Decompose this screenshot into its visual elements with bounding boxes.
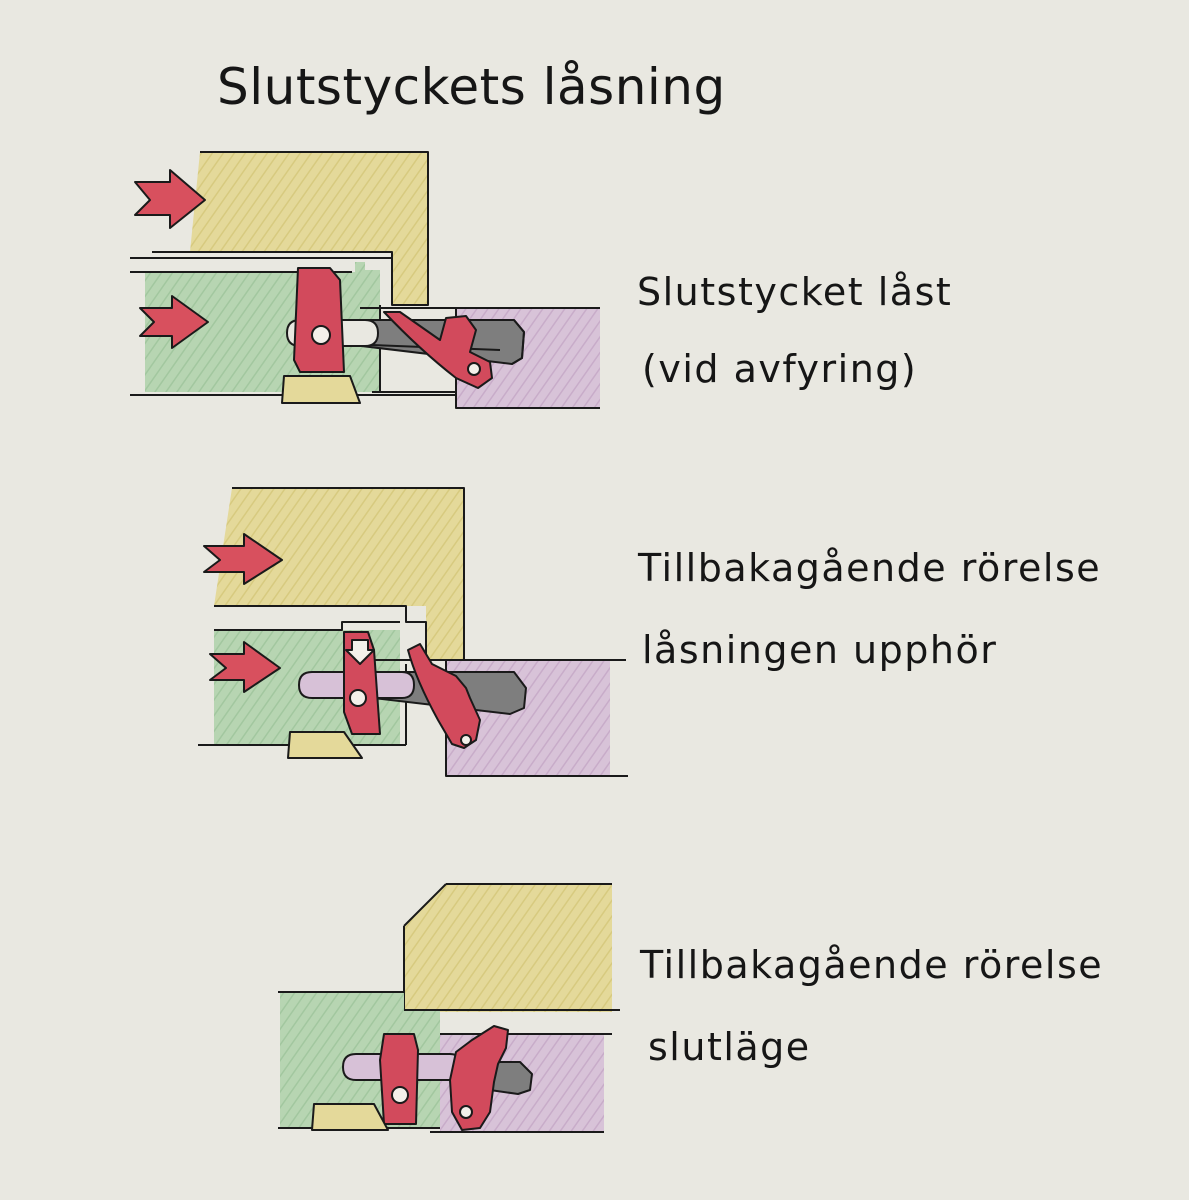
- diagram-title: Slutstyckets låsning: [217, 58, 726, 116]
- stage-2-bolt-yellow: [214, 488, 464, 660]
- stage-1-bolt-yellow: [190, 152, 428, 305]
- stage-3-diagram: [278, 883, 620, 1133]
- stage-1-wedge: [281, 375, 361, 404]
- stage-2-caption-line1: Tillbakagående rörelse: [638, 546, 1102, 590]
- stage-2-arrow-top: [203, 533, 283, 585]
- stage-1-caption-line1: Slutstycket låst: [637, 270, 953, 314]
- stage-1-locking-piece: [293, 267, 345, 373]
- stage-2-lever: [407, 643, 481, 749]
- stage-3-bolt-yellow: [404, 884, 612, 1012]
- stage-1-lever: [383, 311, 493, 389]
- stage-3-caption-line1: Tillbakagående rörelse: [640, 943, 1104, 987]
- stage-2-down-arrow: [345, 639, 375, 665]
- stage-1-pivot: [311, 325, 331, 345]
- stage-1-arrow-bottom: [139, 295, 209, 349]
- stage-3-wedge: [311, 1103, 389, 1131]
- stage-3-lever: [449, 1025, 509, 1131]
- stage-2-caption-line2: låsningen upphör: [642, 628, 998, 672]
- stage-2-wedge: [287, 731, 363, 759]
- stage-1-arrow-top: [134, 169, 206, 229]
- stage-2-arrow-bottom: [209, 641, 281, 693]
- stage-3-caption-line2: slutläge: [648, 1025, 811, 1069]
- stage-1-diagram: [130, 151, 600, 409]
- stage-2-diagram: [198, 487, 628, 777]
- stage-3-locking-piece: [379, 1033, 419, 1125]
- stage-1-caption-line2: (vid avfyring): [642, 347, 918, 391]
